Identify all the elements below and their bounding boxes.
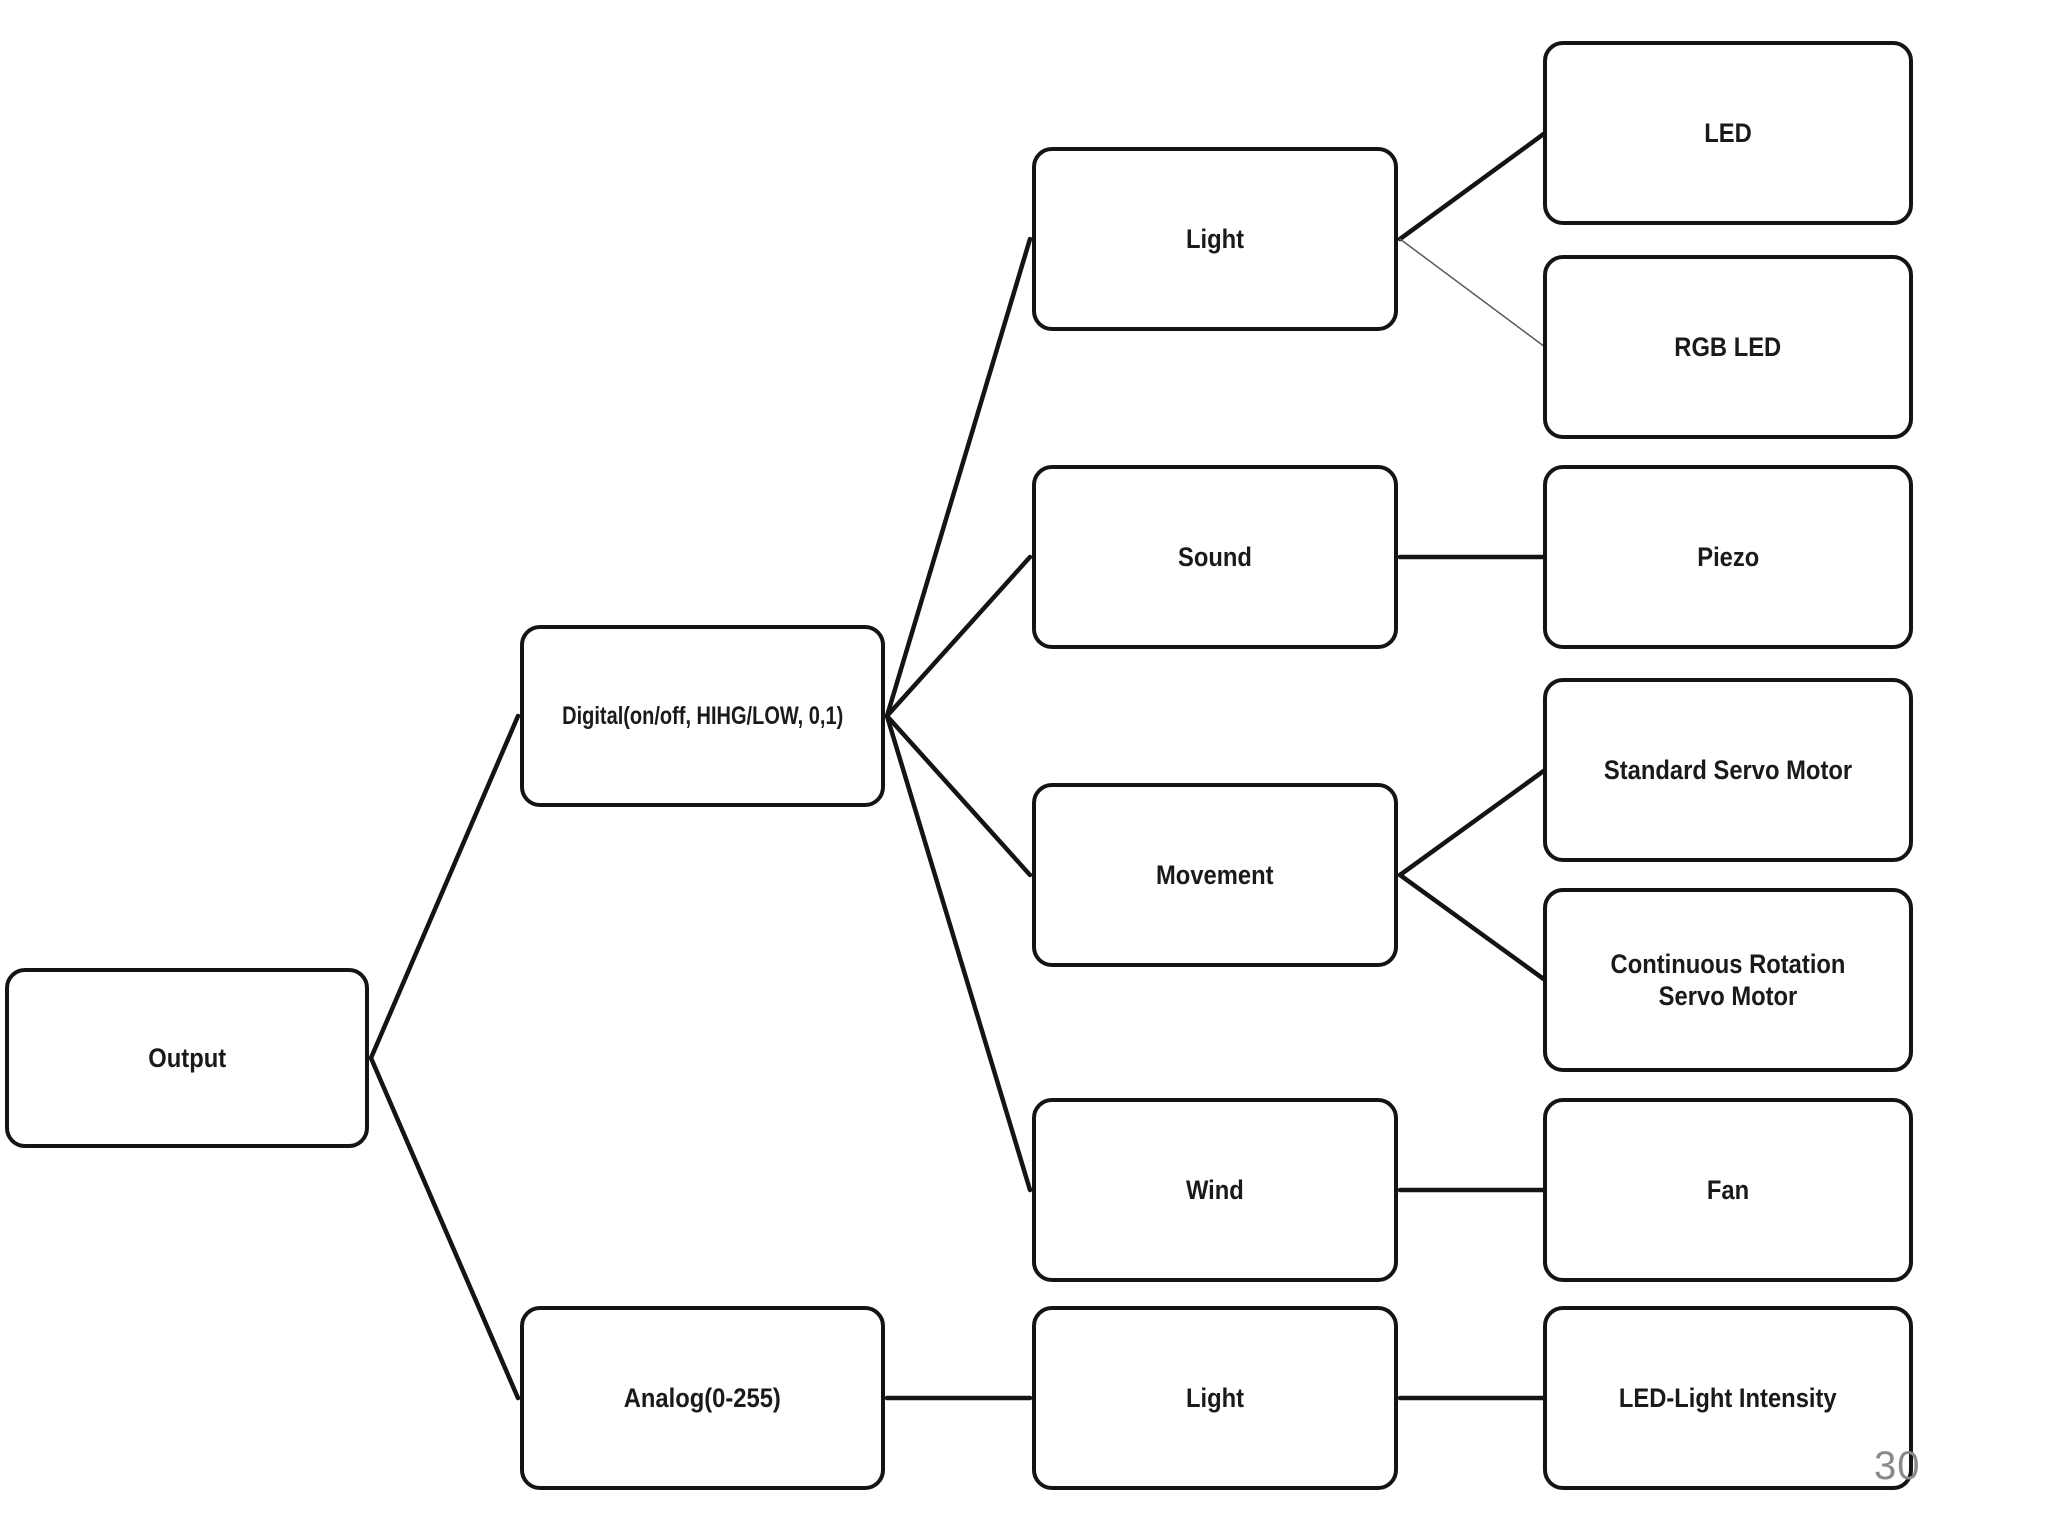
node-continuous-rotation-servo-motor: Continuous Rotation Servo Motor <box>1543 888 1913 1072</box>
node-digital-label: Digital(on/off, HIHG/LOW, 0,1) <box>561 702 844 730</box>
node-led-light-intensity-label: LED-Light Intensity <box>1619 1382 1837 1413</box>
node-fan-label: Fan <box>1706 1174 1750 1205</box>
node-output-label: Output <box>148 1042 226 1073</box>
edge-digital-wind <box>884 713 1033 1193</box>
node-wind-label: Wind <box>1186 1174 1244 1205</box>
edge-digital-movement <box>884 713 1033 878</box>
node-light-analog: Light <box>1032 1306 1398 1490</box>
node-analog: Analog(0-255) <box>520 1306 885 1490</box>
node-continuous-rotation-servo-motor-label: Continuous Rotation Servo Motor <box>1610 948 1846 1011</box>
node-standard-servo-motor: Standard Servo Motor <box>1543 678 1913 862</box>
edge-output-analog <box>368 1055 521 1401</box>
node-movement-label: Movement <box>1156 859 1274 890</box>
edge-movement-standard_servo <box>1397 767 1548 878</box>
node-sound: Sound <box>1032 465 1398 649</box>
edge-movement-continuous_servo <box>1397 872 1548 983</box>
node-light-digital-label: Light <box>1185 223 1245 254</box>
node-light-analog-label: Light <box>1185 1382 1245 1413</box>
node-analog-label: Analog(0-255) <box>623 1382 782 1413</box>
node-digital: Digital(on/off, HIHG/LOW, 0,1) <box>520 625 885 807</box>
node-light-digital: Light <box>1032 147 1398 331</box>
node-led-label: LED <box>1704 117 1752 148</box>
edge-output-digital <box>368 713 521 1061</box>
node-wind: Wind <box>1032 1098 1398 1282</box>
edge-light_digital-led <box>1397 130 1548 242</box>
node-led-light-intensity: LED-Light Intensity <box>1543 1306 1913 1490</box>
node-piezo-label: Piezo <box>1696 541 1760 572</box>
edge-light_digital-rgb_led <box>1399 238 1546 348</box>
node-standard-servo-motor-label: Standard Servo Motor <box>1603 754 1853 785</box>
node-movement: Movement <box>1032 783 1398 967</box>
edge-digital-light_digital <box>884 236 1033 719</box>
edge-digital-sound <box>884 554 1033 719</box>
node-rgb-led: RGB LED <box>1543 255 1913 439</box>
page-number: 30 <box>1874 1444 1921 1488</box>
node-piezo: Piezo <box>1543 465 1913 649</box>
node-sound-label: Sound <box>1178 541 1252 572</box>
node-fan: Fan <box>1543 1098 1913 1282</box>
node-rgb-led-label: RGB LED <box>1674 331 1782 362</box>
node-output: Output <box>5 968 369 1148</box>
node-led: LED <box>1543 41 1913 225</box>
